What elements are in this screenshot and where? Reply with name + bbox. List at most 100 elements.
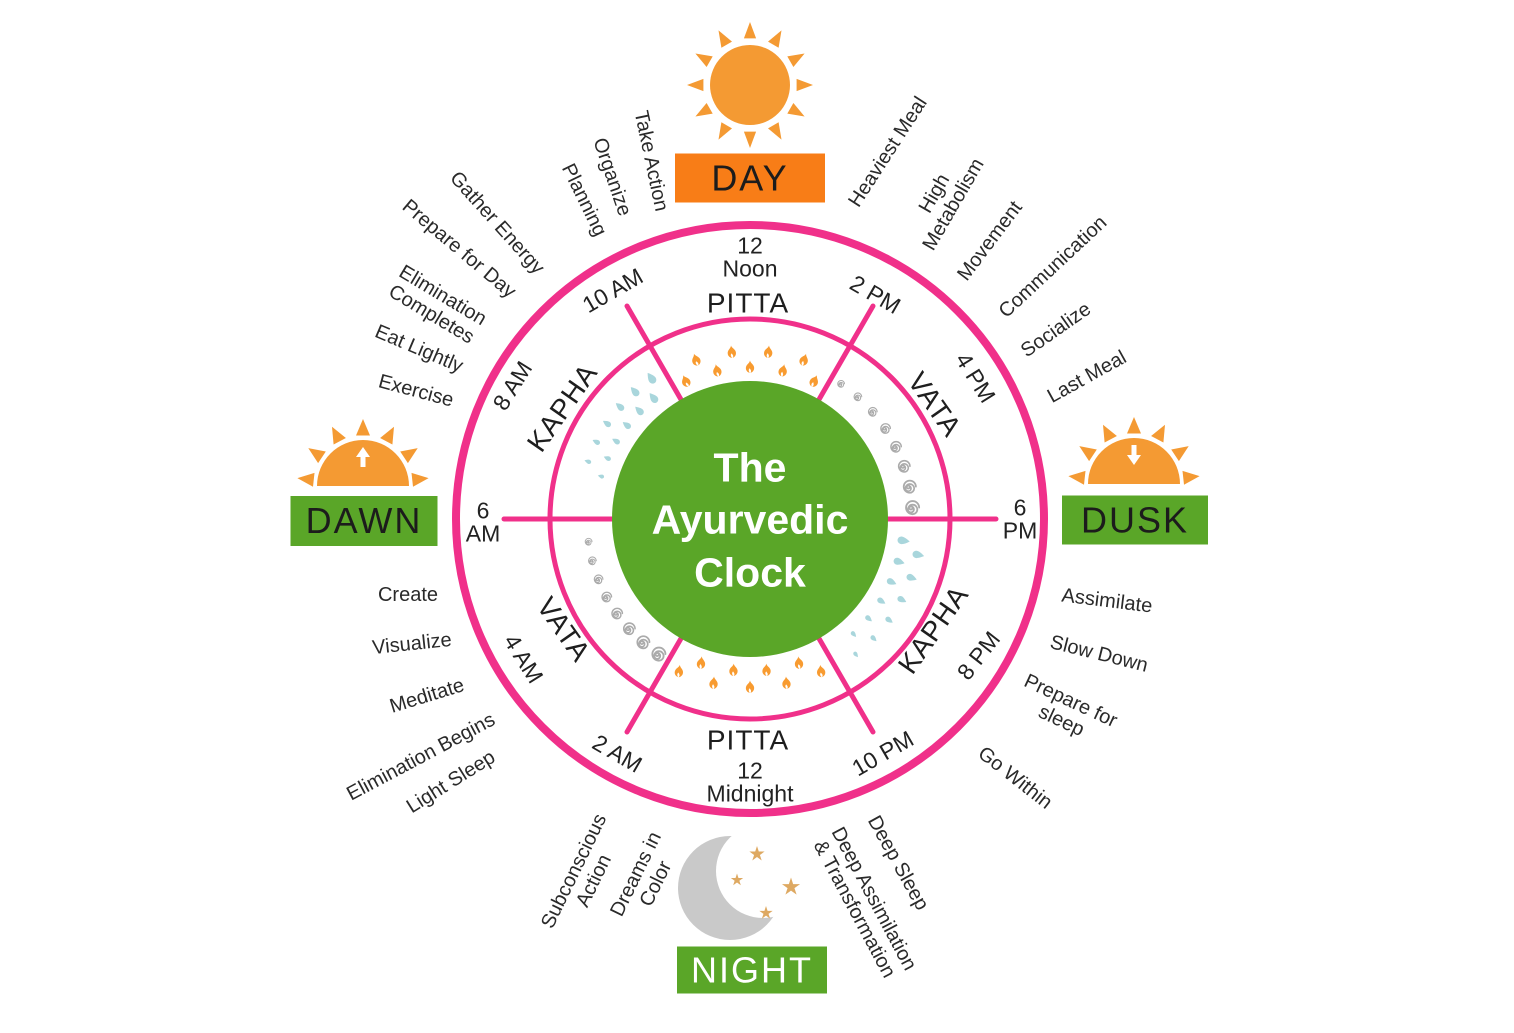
water-drop-icon bbox=[602, 454, 612, 462]
time-12-noon: 12 Noon bbox=[722, 232, 778, 282]
time-12-midnight: 12 Midnight bbox=[706, 757, 794, 807]
center-circle bbox=[612, 381, 888, 657]
outer-ring bbox=[452, 221, 1048, 817]
air-spiral-icon bbox=[588, 556, 597, 566]
air-spiral-icon bbox=[837, 380, 845, 388]
time-6-am: 6 AM bbox=[465, 497, 501, 547]
flame-icon bbox=[762, 663, 771, 677]
dawn-banner: DAWN bbox=[290, 496, 438, 546]
water-drop-icon bbox=[905, 572, 918, 583]
sun-ray-icon bbox=[1068, 470, 1086, 485]
water-drop-icon bbox=[864, 614, 874, 624]
flame-icon bbox=[745, 680, 755, 693]
air-spiral-icon bbox=[611, 607, 624, 620]
dosha-pitta-bottom: PITTA bbox=[706, 724, 790, 756]
flame-icon bbox=[726, 345, 737, 359]
flame-icon bbox=[781, 676, 791, 690]
water-drop-icon bbox=[613, 400, 626, 413]
dusk-banner-label: DUSK bbox=[1080, 499, 1190, 540]
air-spiral-icon bbox=[902, 479, 917, 494]
day-sun-icon bbox=[687, 22, 813, 148]
dusk-sunset-icon bbox=[1068, 417, 1200, 485]
flame-icon bbox=[763, 345, 774, 359]
sun-ray-icon bbox=[695, 53, 713, 67]
sun-ray-icon bbox=[796, 78, 813, 92]
air-spiral-icon bbox=[867, 406, 878, 417]
activity-create: Create bbox=[377, 584, 439, 606]
night-banner-label: NIGHT bbox=[691, 949, 813, 990]
water-drop-icon bbox=[620, 419, 633, 431]
air-spiral-icon bbox=[880, 423, 892, 434]
water-drop-icon bbox=[892, 556, 906, 567]
water-drop-icon bbox=[869, 634, 879, 643]
sun-ray-icon bbox=[1127, 417, 1141, 434]
air-spiral-icon bbox=[622, 622, 636, 636]
spoke-10pm bbox=[815, 634, 876, 735]
water-drop-icon bbox=[646, 390, 660, 405]
day-banner-label: DAY bbox=[711, 157, 789, 198]
water-drop-icon bbox=[628, 384, 641, 398]
flame-icon bbox=[674, 664, 684, 678]
spoke-2am bbox=[624, 634, 685, 735]
air-spiral-icon bbox=[905, 500, 921, 516]
air-spiral-icon bbox=[593, 574, 604, 585]
night-banner: NIGHT bbox=[677, 946, 827, 994]
sun-ray-icon bbox=[687, 78, 704, 92]
water-drop-icon bbox=[849, 630, 858, 639]
flame-icon bbox=[689, 352, 702, 367]
sun-ray-icon bbox=[743, 131, 757, 148]
flame-icon bbox=[711, 363, 723, 378]
water-drop-icon bbox=[632, 404, 646, 417]
time-6-pm: 6 PM bbox=[1002, 494, 1038, 544]
air-spiral-icon bbox=[601, 591, 613, 603]
down-arrow-icon bbox=[1127, 445, 1141, 465]
water-drop-icon bbox=[884, 615, 895, 625]
water-drop-icon bbox=[897, 536, 911, 546]
air-spiral-icon bbox=[897, 459, 911, 473]
sun-ray-icon bbox=[718, 30, 732, 48]
air-spiral-icon bbox=[890, 440, 903, 453]
flame-icon bbox=[816, 664, 826, 678]
flame-icon bbox=[696, 656, 706, 670]
sun-ray-icon bbox=[356, 419, 370, 436]
sun-ray-icon bbox=[1171, 446, 1189, 462]
sun-ray-icon bbox=[787, 103, 805, 117]
flame-icon bbox=[798, 352, 811, 367]
water-drop-icon bbox=[644, 370, 658, 386]
water-drop-icon bbox=[911, 550, 925, 560]
up-arrow-icon bbox=[356, 447, 370, 467]
air-spiral-icon bbox=[651, 646, 667, 662]
water-drop-icon bbox=[885, 577, 898, 587]
flame-icon bbox=[807, 373, 821, 389]
sun-ray-icon bbox=[380, 426, 394, 445]
center-title: The Ayurvedic Clock bbox=[651, 444, 849, 596]
sun-ray-icon bbox=[695, 103, 713, 117]
sun-ray-icon bbox=[400, 448, 418, 464]
dosha-pitta-top: PITTA bbox=[706, 287, 790, 319]
water-drop-icon bbox=[597, 473, 605, 480]
spoke-2pm bbox=[815, 303, 876, 404]
flame-icon bbox=[679, 373, 693, 389]
flame-icon bbox=[794, 656, 804, 670]
water-drop-icon bbox=[583, 458, 592, 465]
water-drop-icon bbox=[591, 437, 601, 446]
sun-ray-icon bbox=[718, 122, 732, 140]
sun-ray-icon bbox=[1182, 470, 1200, 485]
dawn-sunrise-icon bbox=[297, 419, 429, 487]
sun-ray-icon bbox=[332, 426, 346, 445]
sun-ray-icon bbox=[1079, 446, 1097, 462]
water-drop-icon bbox=[601, 418, 613, 429]
flame-icon bbox=[729, 663, 738, 677]
dusk-banner: DUSK bbox=[1062, 495, 1208, 545]
pitta-flame-icons-bottom bbox=[674, 656, 826, 693]
night-moon-icon bbox=[678, 824, 810, 940]
clock-spokes bbox=[501, 303, 999, 735]
sun-ray-icon bbox=[743, 22, 757, 39]
sun-ray-icon bbox=[1151, 424, 1165, 443]
day-banner: DAY bbox=[675, 153, 825, 203]
water-drop-icon bbox=[896, 594, 908, 605]
flame-icon bbox=[709, 676, 719, 690]
sun-ray-icon bbox=[308, 448, 326, 464]
water-drop-icon bbox=[852, 650, 860, 659]
